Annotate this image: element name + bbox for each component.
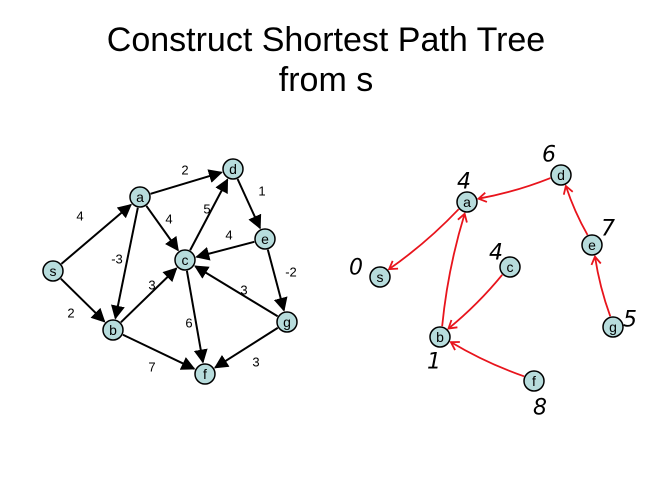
edge-weight-a-c: 4 [165,212,172,227]
graph-node-b: b [102,319,124,341]
edge-weight-g-f: 3 [252,355,259,370]
edge-s-b [60,277,106,323]
edge-weight-c-f: 6 [185,316,192,331]
graph-node-label: a [136,189,144,205]
graph-node-label: c [182,252,189,268]
distance-label-g: 5 [623,308,637,333]
tree-arrowhead-d-a [476,192,488,203]
graph-node-label: b [109,322,117,338]
edge-weight-a-d: 2 [181,163,188,178]
tree-node-c: c [499,256,521,278]
edge-weight-b-c: 3 [148,278,155,293]
graph-node-c: c [174,249,196,271]
tree-node-b: b [429,326,451,348]
edge-weight-s-a: 4 [76,209,83,224]
graph-node-f: f [194,363,216,385]
edge-weight-c-d: 5 [203,202,210,217]
tree-arrowhead-a-s [387,260,399,271]
tree-node-e: e [581,234,603,256]
edge-d-e [236,178,262,230]
tree-node-label: g [609,319,617,335]
edge-b-f [122,333,196,370]
tree-node-label: d [557,167,565,183]
tree-edge-e-d [565,185,589,236]
tree-arrowhead-f-b [449,341,460,351]
graph-node-label: f [203,366,207,382]
edge-weight-g-c: 3 [240,283,247,298]
edge-g-f [213,327,279,369]
edge-a-c [145,205,179,252]
edge-weight-s-b: 2 [67,306,74,321]
edge-weight-a-b: -3 [111,252,123,267]
distance-label-s: 0 [349,256,363,281]
tree-node-label: a [463,194,471,210]
edge-e-g [266,249,288,312]
graph-node-g: g [276,311,298,333]
graph-node-label: e [261,231,269,247]
tree-node-label: b [436,329,444,345]
edge-e-c [195,240,255,261]
tree-node-a: a [456,191,478,213]
title-line-1: Construct Shortest Path Tree [106,21,546,59]
graph-node-e: e [254,228,276,250]
edge-c-f [185,270,208,364]
graph-node-d: d [222,158,244,180]
edge-weight-e-g: -2 [285,265,297,280]
tree-edge-f-b [450,341,525,378]
tree-node-label: c [507,259,514,275]
edge-weight-d-e: 1 [258,184,265,199]
edge-weight-e-c: 4 [225,228,232,243]
graph-node-a: a [129,186,151,208]
graph-node-s: s [42,260,64,282]
tree-edge-a-s [388,208,460,270]
edge-a-b [111,207,139,320]
tree-edge-g-e [594,256,612,317]
graph-node-label: d [229,161,237,177]
tree-node-label: s [377,269,384,285]
distance-label-a: 4 [457,170,471,195]
title-line-2: from s [278,61,374,99]
graph-node-label: s [50,263,57,279]
edge-weight-b-f: 7 [148,360,155,375]
edge-b-c [120,267,178,324]
tree-arrowhead-g-e [590,254,602,266]
tree-arrowhead-c-b [447,319,458,330]
tree-arrowhead-e-d [562,184,574,195]
edge-s-a [60,203,132,265]
edge-g-c [194,265,279,318]
distance-label-c: 4 [489,241,503,266]
edge-a-d [150,169,223,195]
tree-node-s: s [369,266,391,288]
tree-node-g: g [602,316,624,338]
weighted-digraph: 4 2 -3 4 2 3 7 5 6 1 4 -2 3 3 s a b c d e f g [42,158,298,385]
graph-node-label: g [283,314,291,330]
tree-node-label: f [532,373,536,389]
distance-label-b: 1 [427,350,441,375]
tree-edge-b-a [441,213,466,327]
tree-edge-c-b [447,274,503,330]
edge-c-d [189,178,229,251]
distance-label-e: 7 [601,217,615,242]
tree-node-d: d [550,164,572,186]
tree-node-label: e [588,237,596,253]
slide-title: Construct Shortest Path Tree from s [0,20,652,100]
distance-label-d: 6 [542,143,556,168]
tree-edge-d-a [478,177,551,200]
tree-arrowhead-b-a [457,212,468,223]
distance-label-f: 8 [533,396,547,421]
tree-node-f: f [523,370,545,392]
